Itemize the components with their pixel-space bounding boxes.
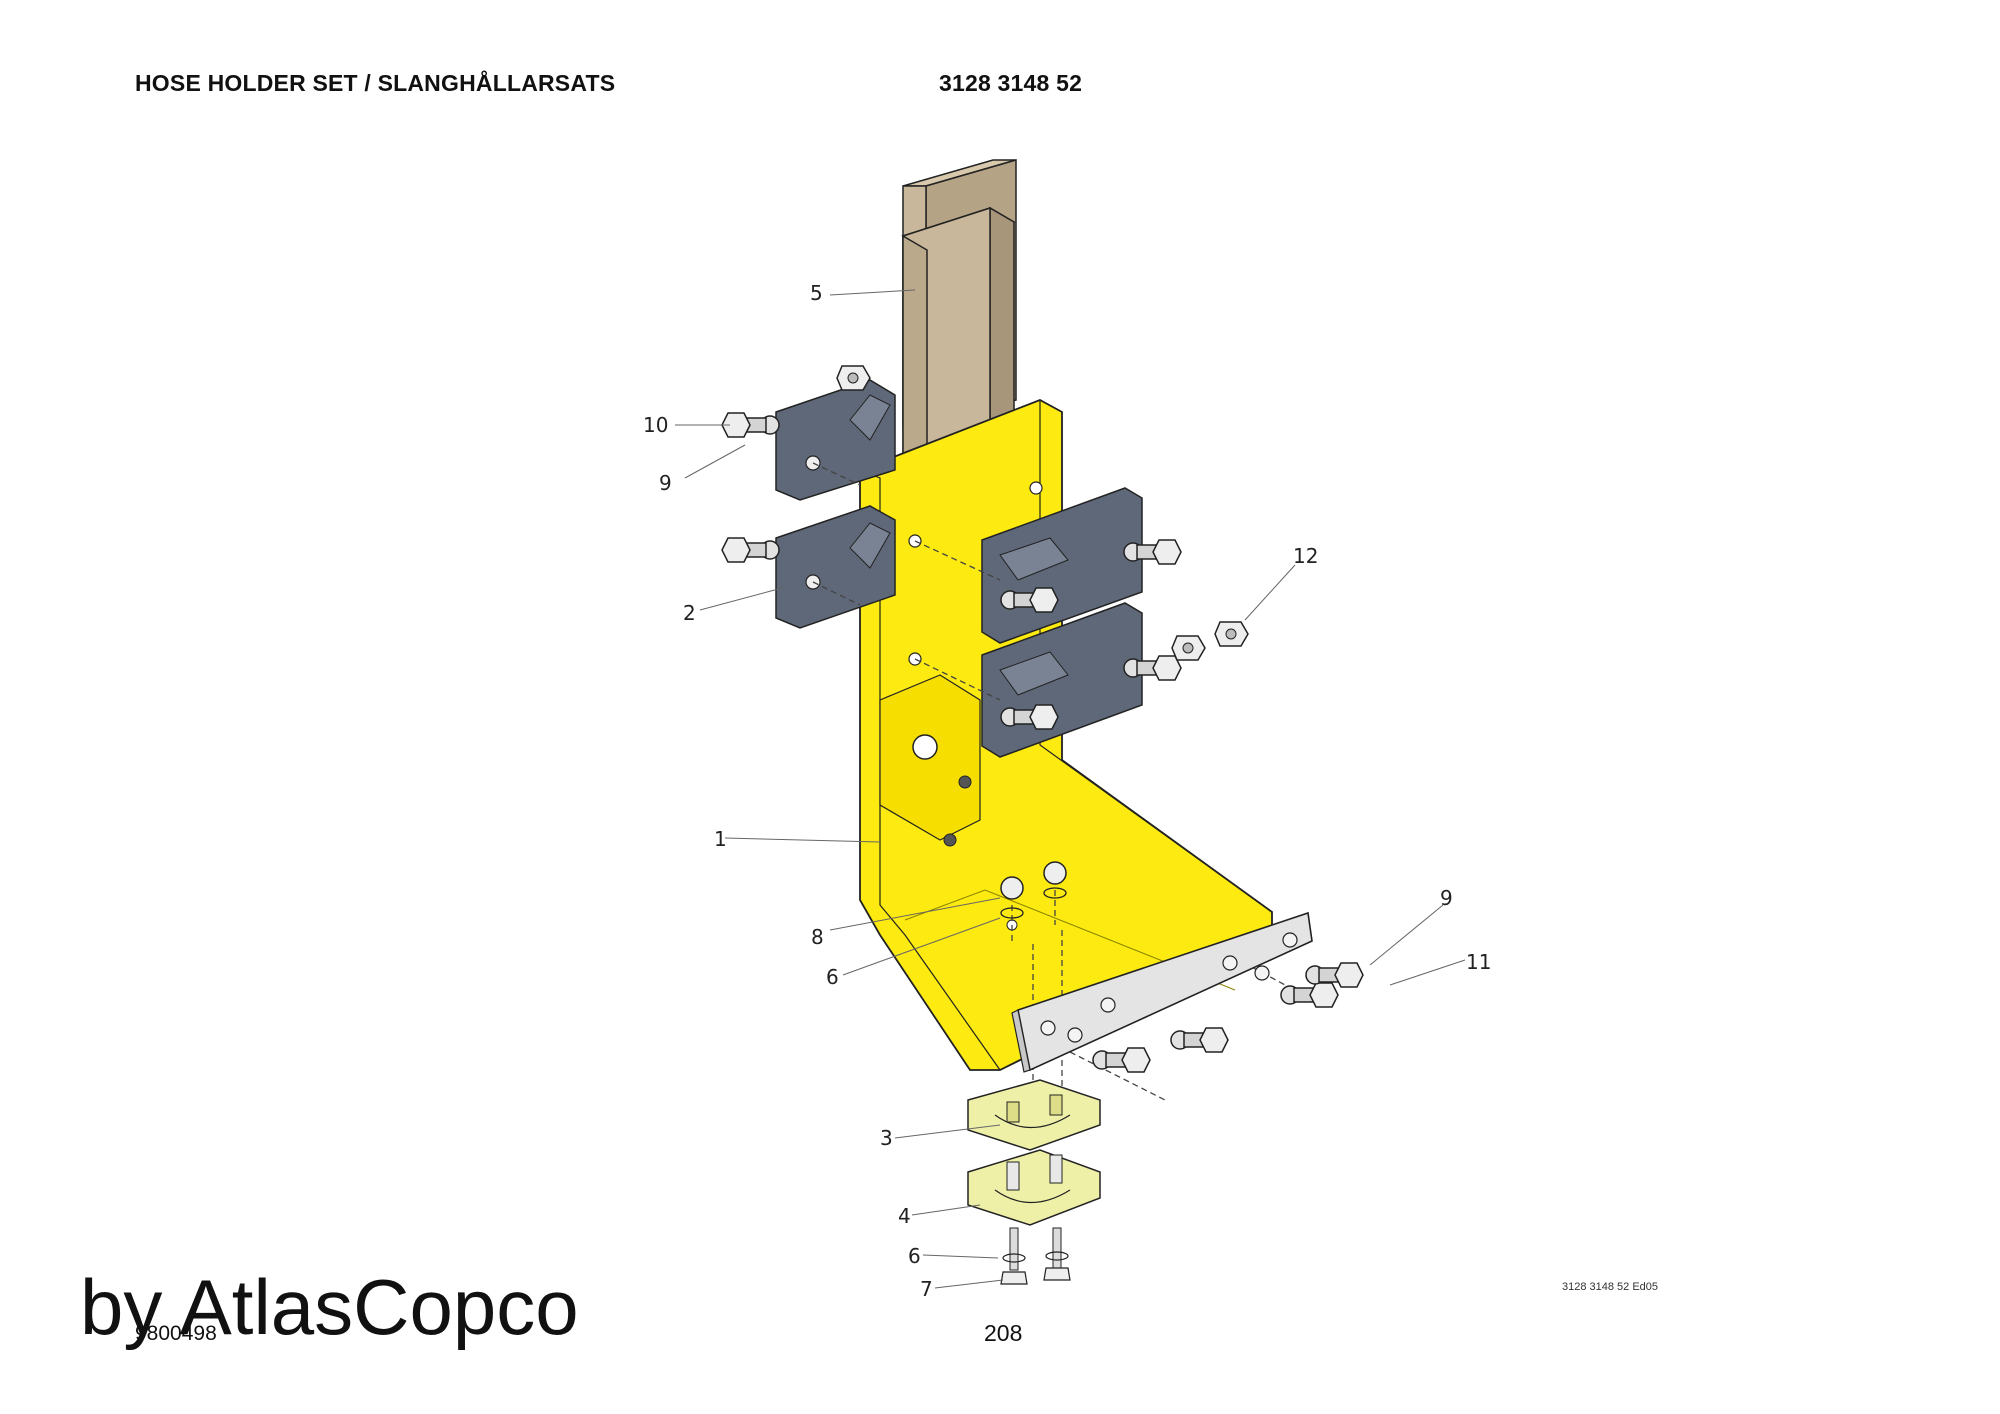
callout-9-upper: 9 (659, 471, 672, 495)
page-title: HOSE HOLDER SET / SLANGHÅLLARSATS (135, 70, 616, 96)
callout-3: 3 (880, 1126, 893, 1150)
nuts-on-bracket (1000, 861, 1067, 919)
callout-11: 11 (1466, 950, 1491, 974)
callout-2: 2 (683, 601, 696, 625)
callout-1: 1 (714, 827, 727, 851)
callout-6-upper: 6 (826, 965, 839, 989)
clamp-left-upper (775, 379, 896, 501)
saddle-upper (967, 1079, 1101, 1151)
edition-label: 3128 3148 52 Ed05 (1562, 1281, 1659, 1293)
callout-6-lower: 6 (908, 1244, 921, 1268)
nuts-item-12 (1171, 621, 1249, 661)
page-number: 208 (984, 1320, 1023, 1346)
studs-lower (1000, 1227, 1071, 1285)
callout-9-lower: 9 (1440, 886, 1453, 910)
watermark-text: by AtlasCopco (80, 1263, 579, 1351)
callout-10: 10 (643, 413, 668, 437)
document-number: 9800498 (135, 1322, 217, 1345)
main-bracket (859, 399, 1273, 1071)
callout-12: 12 (1293, 544, 1318, 568)
callout-8: 8 (811, 925, 824, 949)
mounting-plate (1011, 911, 1313, 1073)
callout-7: 7 (920, 1277, 933, 1301)
part-number: 3128 3148 52 (939, 70, 1083, 96)
saddle-lower (967, 1149, 1101, 1226)
wood-block-front (901, 206, 1016, 480)
leader-lines (675, 289, 1466, 1289)
callout-5: 5 (810, 281, 823, 305)
callout-4: 4 (898, 1204, 911, 1228)
clamp-left-lower (775, 505, 896, 629)
